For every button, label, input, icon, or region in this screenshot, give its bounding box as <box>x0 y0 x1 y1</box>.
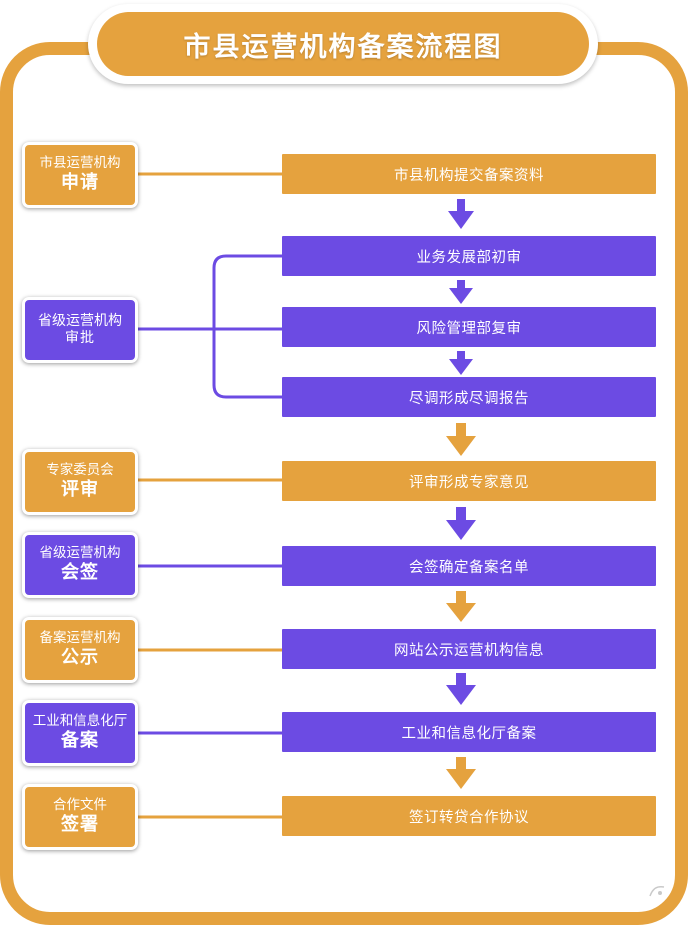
step-due-diligence: 尽调形成尽调报告 <box>282 377 656 417</box>
stage-label-line2: 签署 <box>61 814 99 836</box>
stage-label-line2: 审批 <box>65 330 95 346</box>
stage-label-line1: 工业和信息化厅 <box>32 713 128 730</box>
step-expert-opinion: 评审形成专家意见 <box>282 461 656 501</box>
arrow-down-icon <box>449 351 473 375</box>
arrow-down-icon <box>446 591 476 622</box>
stage-label-line2: 评审 <box>61 479 99 501</box>
step-sign-agreement: 签订转贷合作协议 <box>282 796 656 836</box>
stage-label-line2: 申请 <box>61 172 99 194</box>
stage-label-review: 专家委员会 评审 <box>22 449 138 515</box>
arrow-down-icon <box>446 673 476 705</box>
bracket-stage-2 <box>212 254 282 399</box>
stage-label-approve: 省级运营机构 审批 <box>22 297 138 363</box>
stage-label-line1: 专家委员会 <box>46 462 114 479</box>
step-publish-info: 网站公示运营机构信息 <box>282 629 656 669</box>
step-second-review: 风险管理部复审 <box>282 307 656 347</box>
stage-label-sign: 合作文件 签署 <box>22 784 138 850</box>
stage-label-line1: 合作文件 <box>53 797 107 814</box>
stage-label-line2: 备案 <box>61 730 99 752</box>
arrow-down-icon <box>446 423 476 456</box>
stage-label-cosign: 省级运营机构 会签 <box>22 532 138 598</box>
arrow-down-icon <box>446 507 476 540</box>
stage-label-line1: 省级运营机构 <box>39 545 121 562</box>
stage-label-record: 工业和信息化厅 备案 <box>22 700 138 766</box>
stage-label-line1: 备案运营机构 <box>39 630 121 647</box>
stage-label-apply: 市县运营机构 申请 <box>22 142 138 208</box>
stage-label-line1: 省级运营机构 <box>38 312 122 329</box>
step-cosign-list: 会签确定备案名单 <box>282 546 656 586</box>
arrow-down-icon <box>448 199 474 229</box>
step-submit-materials: 市县机构提交备案资料 <box>282 154 656 194</box>
stage-label-line2: 会签 <box>61 562 99 584</box>
step-initial-review: 业务发展部初审 <box>282 236 656 276</box>
arrow-down-icon <box>449 280 473 304</box>
watermark-icon <box>649 886 665 897</box>
step-miit-record: 工业和信息化厅备案 <box>282 712 656 752</box>
stage-label-line2: 公示 <box>61 647 99 669</box>
diagram-title: 市县运营机构备案流程图 <box>97 12 589 76</box>
arrow-down-icon <box>446 757 476 789</box>
stage-label-line1: 市县运营机构 <box>39 155 121 172</box>
stage-label-publicize: 备案运营机构 公示 <box>22 617 138 683</box>
